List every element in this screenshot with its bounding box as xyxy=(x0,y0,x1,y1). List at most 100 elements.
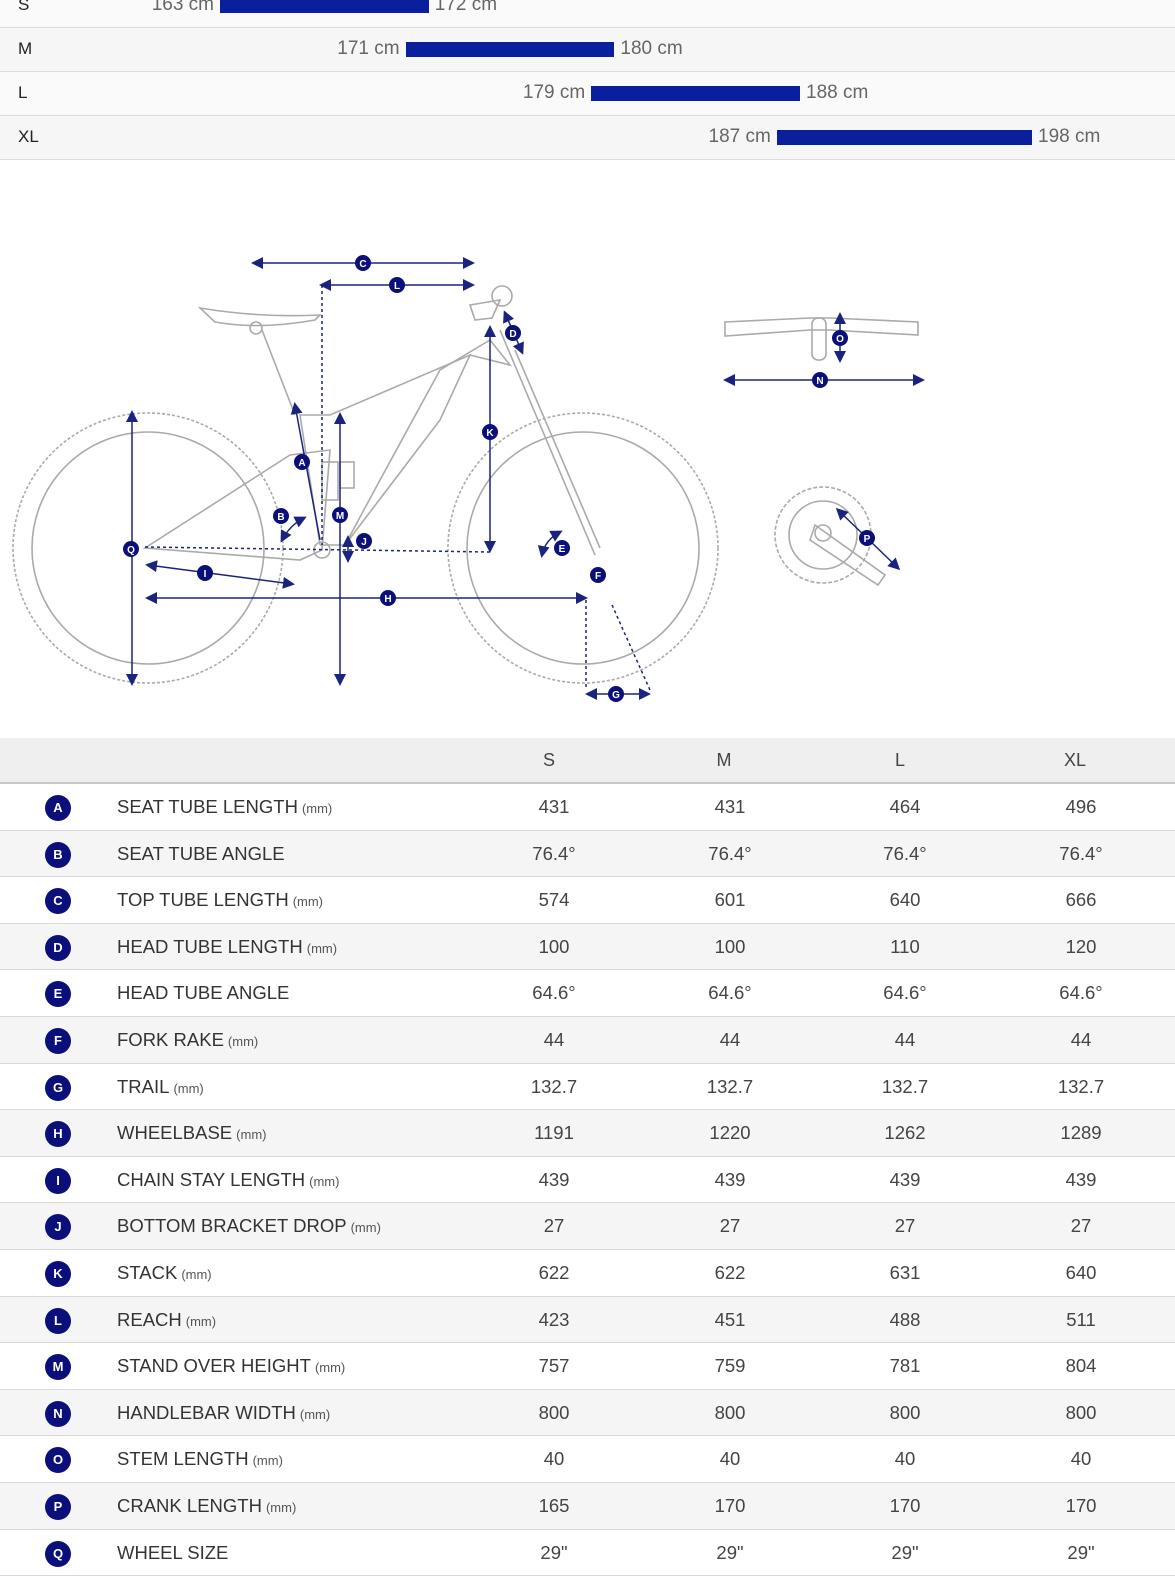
height-range-bar xyxy=(220,0,429,13)
measurement-name: HEAD TUBE ANGLE xyxy=(117,982,290,1004)
size-label: XL xyxy=(18,127,39,146)
value-s: 439 xyxy=(538,1168,570,1190)
measurement-label: WHEEL SIZE xyxy=(117,1542,228,1564)
value-m: 27 xyxy=(719,1215,741,1237)
value-l: 439 xyxy=(889,1168,921,1190)
value-xl: 40 xyxy=(1070,1448,1092,1470)
value-xl: 800 xyxy=(1065,1401,1097,1423)
measurement-unit: (mm) xyxy=(301,801,333,816)
letter-badge: J xyxy=(45,1214,71,1241)
value-xl: 27 xyxy=(1070,1215,1092,1237)
value-xl: 511 xyxy=(1066,1308,1096,1330)
min-height-label: 179 cm xyxy=(522,82,586,103)
measurement-label: STACK(mm) xyxy=(117,1262,212,1284)
letter-badge: M xyxy=(45,1354,71,1381)
value-xl: 496 xyxy=(1065,796,1097,817)
svg-text:Q: Q xyxy=(127,545,135,556)
measurement-unit: (mm) xyxy=(314,1360,346,1376)
measurement-name: WHEELBASE xyxy=(117,1122,233,1144)
measurement-unit: (mm) xyxy=(306,940,338,956)
svg-text:C: C xyxy=(359,259,366,270)
bike-illustration: A B C D E F G H I J K L M N O P Q xyxy=(12,255,925,702)
marker-n: N xyxy=(812,372,828,388)
value-m: 64.6° xyxy=(708,982,752,1004)
marker-f: F xyxy=(590,567,606,583)
value-l: 64.6° xyxy=(883,982,927,1004)
measurement-label: CHAIN STAY LENGTH(mm) xyxy=(117,1169,339,1191)
measurement-label: STEM LENGTH(mm) xyxy=(117,1448,283,1470)
svg-text:D: D xyxy=(509,329,516,340)
value-xl: 640 xyxy=(1065,1261,1097,1283)
letter-badge: I xyxy=(45,1167,71,1194)
value-l: 44 xyxy=(894,1028,916,1050)
value-xl: 29" xyxy=(1067,1541,1095,1563)
max-height-label: 188 cm xyxy=(806,82,869,103)
value-s: 40 xyxy=(543,1448,565,1470)
measurement-unit: (mm) xyxy=(265,1499,297,1515)
measurement-name: SEAT TUBE ANGLE xyxy=(117,842,285,864)
marker-i: I xyxy=(197,565,213,581)
measurement-label: FORK RAKE(mm) xyxy=(117,1029,258,1051)
letter-badge: G xyxy=(45,1074,71,1101)
measurement-name: TOP TUBE LENGTH xyxy=(117,889,289,911)
measurement-unit: (mm) xyxy=(185,1313,217,1329)
measurement-name: STACK xyxy=(117,1261,178,1283)
max-height-label: 198 cm xyxy=(1038,126,1101,147)
value-xl: 76.4° xyxy=(1059,842,1103,864)
letter-badge: E xyxy=(45,981,71,1008)
value-s: 27 xyxy=(543,1215,565,1237)
measurement-label: CRANK LENGTH(mm) xyxy=(117,1495,296,1517)
measurement-label: TOP TUBE LENGTH(mm) xyxy=(117,889,323,911)
max-height-label: 180 cm xyxy=(620,38,683,59)
measurement-label: SEAT TUBE ANGLE xyxy=(117,843,285,865)
letter-badge: F xyxy=(45,1027,71,1054)
value-xl: 120 xyxy=(1065,935,1097,957)
marker-e: E xyxy=(554,540,570,556)
measurement-unit: (mm) xyxy=(252,1453,283,1469)
measurement-unit: (mm) xyxy=(173,1080,204,1096)
marker-j: J xyxy=(356,533,372,549)
value-l: 132.7 xyxy=(881,1075,929,1097)
marker-b: B xyxy=(273,508,289,524)
marker-m: M xyxy=(332,507,348,523)
measurement-name: FORK RAKE xyxy=(117,1028,224,1050)
svg-text:O: O xyxy=(836,334,844,345)
value-m: 1220 xyxy=(709,1122,751,1144)
marker-l: L xyxy=(389,277,405,293)
marker-a: A xyxy=(294,454,310,470)
measurement-unit: (mm) xyxy=(350,1220,381,1236)
value-s: 800 xyxy=(538,1401,570,1423)
value-l: 76.4° xyxy=(883,842,927,864)
max-height-label: 172 cm xyxy=(434,0,498,15)
value-m: 622 xyxy=(714,1261,746,1283)
measurement-name: WHEEL SIZE xyxy=(117,1541,229,1563)
measurement-unit: (mm) xyxy=(299,1406,331,1422)
value-l: 781 xyxy=(889,1355,921,1377)
marker-p: P xyxy=(859,530,875,546)
value-xl: 44 xyxy=(1070,1028,1092,1050)
value-l: 631 xyxy=(889,1261,921,1283)
value-m: 132.7 xyxy=(706,1075,754,1097)
measurement-name: STEM LENGTH xyxy=(117,1448,249,1470)
value-s: 64.6° xyxy=(532,982,576,1004)
value-s: 757 xyxy=(538,1355,570,1377)
value-s: 1191 xyxy=(534,1122,574,1144)
svg-text:L: L xyxy=(394,281,400,292)
value-s: 431 xyxy=(538,796,570,817)
value-s: 622 xyxy=(538,1261,570,1283)
